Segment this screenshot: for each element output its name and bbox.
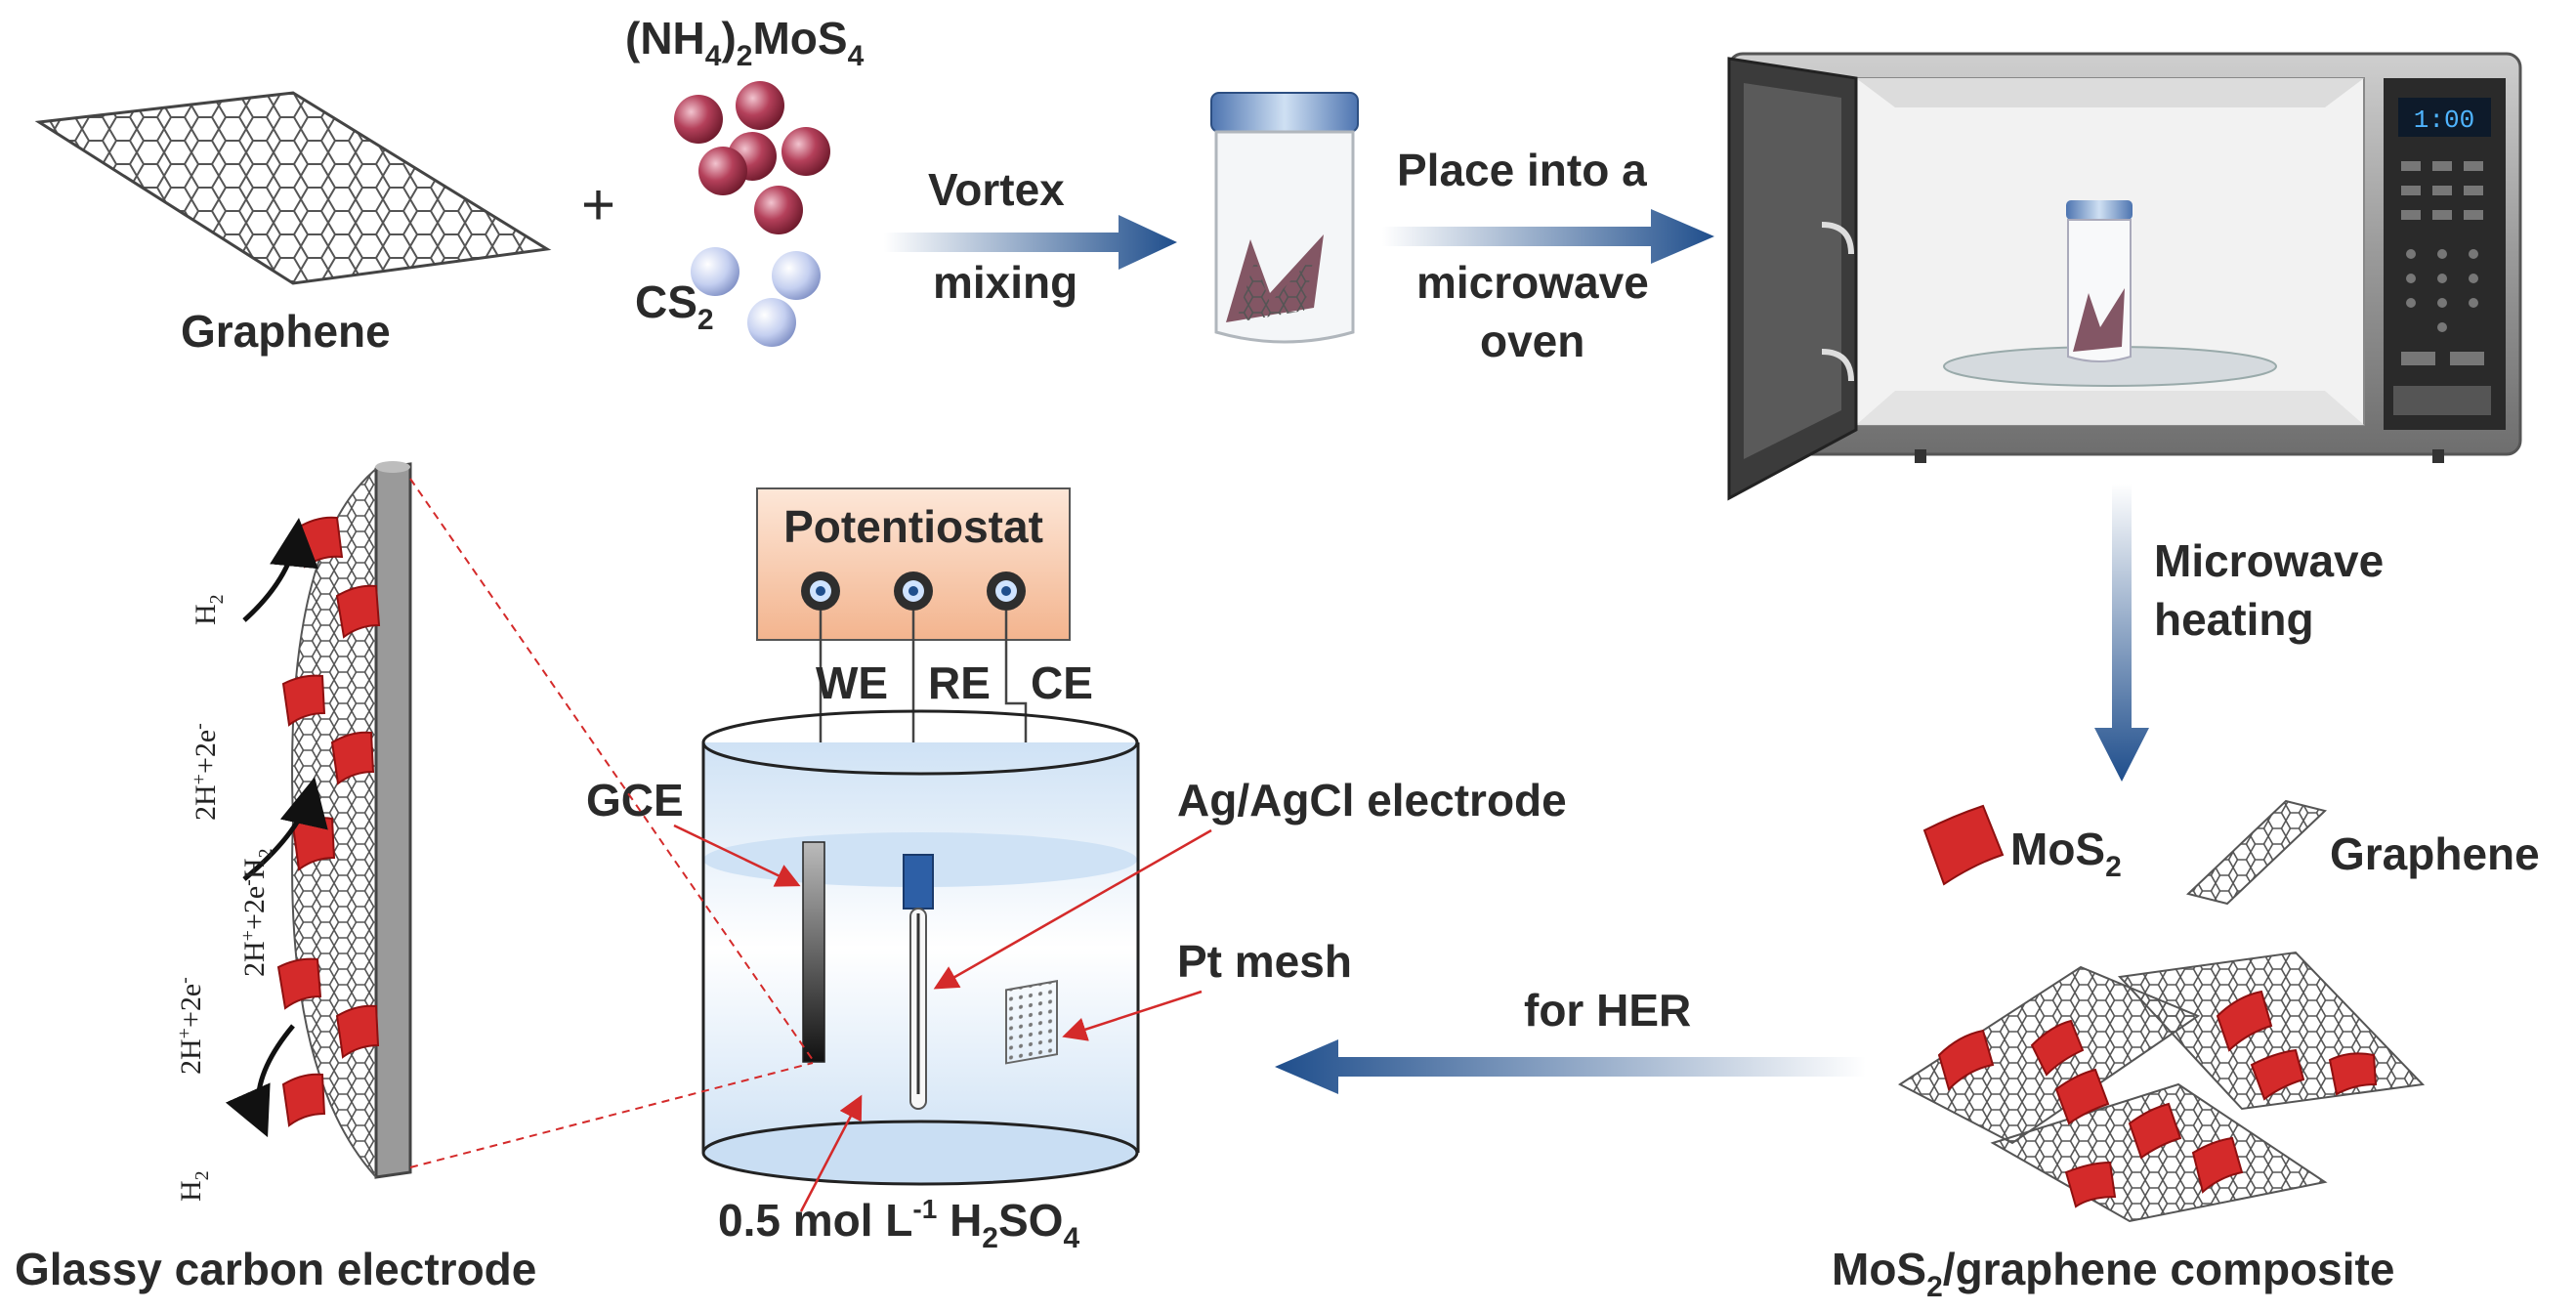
reaction-arrows	[225, 518, 328, 1138]
graphene-legend-icon	[2185, 799, 2328, 906]
gce-label: GCE	[586, 775, 684, 825]
we-label: WE	[816, 657, 888, 708]
mos2-flake-icon	[1922, 804, 2005, 886]
mixing-label: mixing	[933, 257, 1077, 308]
electrolyte-label: 0.5 mol L-1 H2SO4	[718, 1194, 1079, 1254]
composite-icon	[1898, 951, 2426, 1223]
microwave-label: microwave	[1416, 257, 1649, 308]
microwave-heating-line2: heating	[2154, 594, 2314, 645]
svg-text:2H++2e-: 2H++2e-	[237, 879, 271, 977]
vortex-label: Vortex	[928, 164, 1065, 215]
oven-display-text: 1:00	[2414, 106, 2474, 135]
zoom-lines	[409, 478, 814, 1168]
callout-lines	[673, 824, 1212, 1212]
pt-mesh-label: Pt mesh	[1177, 936, 1352, 987]
re-label: RE	[928, 657, 991, 708]
oven-label: oven	[1480, 316, 1584, 366]
pt-mesh-icon	[1005, 980, 1058, 1065]
svg-text:2H++2e-: 2H++2e-	[174, 977, 207, 1075]
graphene-sheet-icon	[34, 91, 552, 285]
gce-rod	[802, 841, 825, 1063]
svg-text:H2: H2	[190, 594, 228, 625]
svg-text:2H++2e-: 2H++2e-	[189, 723, 222, 821]
cs2-label: CS2	[635, 276, 714, 336]
microwave-heating-arrow	[2094, 484, 2149, 782]
microwave-oven-icon: 1:00	[1727, 52, 2522, 501]
reaction-labels: H2 2H++2e- H2 2H++2e- 2H++2e- H2	[174, 594, 276, 1202]
cs2-spheres-icon	[691, 247, 821, 347]
graphene-legend-label: Graphene	[2330, 828, 2540, 879]
mos2-legend-label: MoS2	[2010, 824, 2122, 883]
place-into-label: Place into a	[1397, 145, 1647, 195]
electrode-terminals-icon	[801, 571, 1026, 611]
agagcl-electrode-icon	[903, 854, 934, 1110]
svg-text:H2: H2	[238, 848, 276, 879]
composite-label: MoS2/graphene composite	[1832, 1244, 2394, 1303]
vial-icon	[1210, 92, 1359, 344]
precursor-label: (NH4)2MoS4	[625, 13, 865, 72]
precursor-spheres-icon	[674, 81, 830, 234]
svg-text:H2: H2	[175, 1170, 213, 1202]
ce-label: CE	[1031, 657, 1093, 708]
vortex-mixing-arrow	[884, 215, 1177, 270]
potentiostat-label: Potentiostat	[783, 501, 1043, 552]
for-her-label: for HER	[1524, 985, 1691, 1036]
graphene-label: Graphene	[181, 306, 391, 357]
plus-sign: +	[581, 172, 615, 237]
agagcl-label: Ag/AgCl electrode	[1177, 775, 1567, 825]
for-her-arrow	[1275, 1039, 1866, 1094]
glassy-carbon-label: Glassy carbon electrode	[15, 1244, 536, 1294]
place-into-oven-arrow	[1382, 209, 1714, 264]
microwave-heating-line1: Microwave	[2154, 535, 2384, 586]
